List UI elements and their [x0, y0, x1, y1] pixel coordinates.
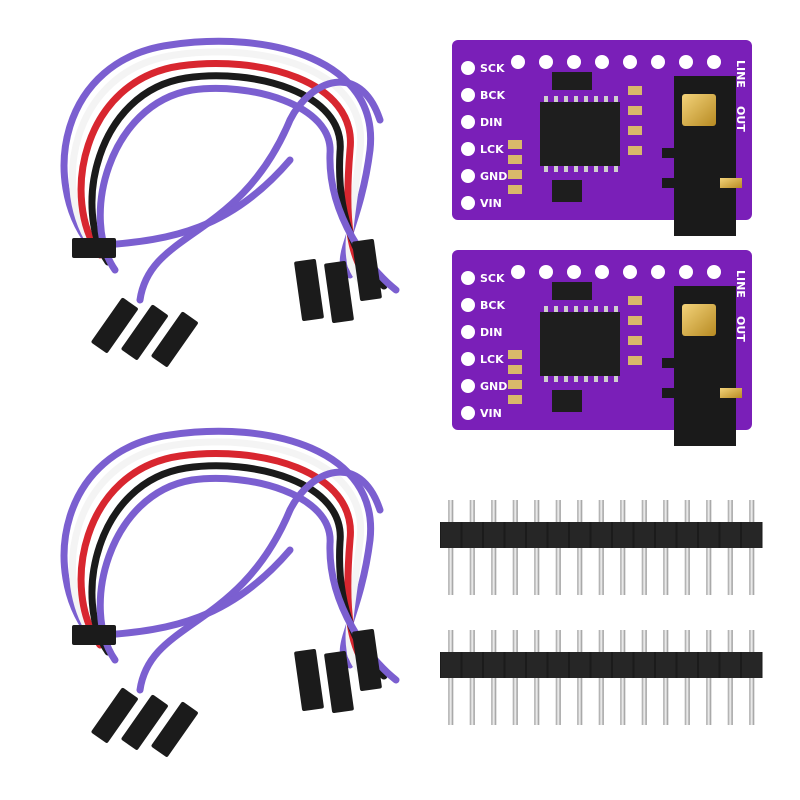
header-segment — [505, 522, 525, 548]
pin-label: SCK — [480, 62, 505, 75]
connector-2 — [121, 694, 168, 750]
header-segment — [462, 522, 482, 548]
audio-jack — [662, 286, 742, 446]
header-segment — [527, 522, 547, 548]
header-segment — [484, 522, 504, 548]
header-segment — [484, 652, 504, 678]
header-segment — [591, 652, 611, 678]
regulator-chip — [552, 282, 592, 300]
output-label-line: LINE — [734, 60, 747, 88]
pin-label: BCK — [480, 89, 505, 102]
connector-6 — [352, 239, 382, 301]
dac-board-1: SCK BCK DIN LCK GND VIN LINE OUT — [452, 40, 752, 236]
pin-label: GND — [480, 170, 507, 183]
header-segment — [548, 522, 568, 548]
regulator-chip — [552, 180, 582, 202]
header-segment — [462, 652, 482, 678]
header-segment — [527, 652, 547, 678]
header-segment — [677, 652, 697, 678]
jumper-cable-bundle-bottom — [60, 427, 400, 757]
header-segment — [441, 652, 461, 678]
pin-label: VIN — [480, 407, 502, 420]
audio-jack — [662, 76, 742, 236]
header-segment — [677, 522, 697, 548]
wire-purple-lead — [101, 546, 294, 639]
connector-1 — [91, 297, 138, 353]
connector-3 — [151, 701, 198, 757]
dac-board-2: SCK BCK DIN LCK GND VIN LINE OUT — [452, 250, 752, 446]
header-segment — [720, 522, 740, 548]
pin-label: LCK — [480, 353, 504, 366]
header-segment — [548, 652, 568, 678]
connector-1 — [91, 687, 138, 743]
wire-purple-loop-inner — [136, 468, 384, 694]
pin-header-strip-top — [440, 500, 763, 595]
pin-label: SCK — [480, 272, 505, 285]
header-segment — [742, 522, 762, 548]
header-segment — [505, 652, 525, 678]
dac-chip — [540, 102, 620, 166]
header-segment — [699, 522, 719, 548]
pin-label: VIN — [480, 197, 502, 210]
header-segment — [591, 522, 611, 548]
header-segment — [699, 652, 719, 678]
pin-label: DIN — [480, 326, 502, 339]
wire-purple-2 — [96, 474, 400, 684]
header-segment — [613, 652, 633, 678]
pin-header-strip-bottom — [440, 630, 763, 725]
connector-5 — [324, 261, 354, 323]
header-segment — [570, 652, 590, 678]
pin-label: LCK — [480, 143, 504, 156]
pin-labels: SCK BCK DIN LCK GND VIN — [480, 272, 507, 420]
regulator-chip — [552, 390, 582, 412]
header-segment — [720, 652, 740, 678]
header-segment — [570, 522, 590, 548]
single-connector — [72, 238, 116, 258]
header-segment — [634, 522, 654, 548]
pin-label: BCK — [480, 299, 505, 312]
header-segment — [634, 652, 654, 678]
connector-3 — [151, 311, 198, 367]
connector-4 — [294, 649, 324, 711]
output-label-line: LINE — [734, 270, 747, 298]
output-label-out: OUT — [734, 316, 747, 342]
connector-5 — [324, 651, 354, 713]
connector-4 — [294, 259, 324, 321]
header-segment — [613, 522, 633, 548]
regulator-chip — [552, 72, 592, 90]
header-segment — [742, 652, 762, 678]
wire-purple-loop-inner — [136, 78, 384, 304]
pin-label: GND — [480, 380, 507, 393]
header-segment — [656, 522, 676, 548]
output-label-out: OUT — [734, 106, 747, 132]
wire-purple-2 — [96, 84, 400, 294]
dac-chip — [540, 312, 620, 376]
wire-purple-lead — [101, 156, 294, 249]
connector-2 — [121, 304, 168, 360]
jumper-cable-bundle-top — [60, 37, 400, 367]
pin-labels: SCK BCK DIN LCK GND VIN — [480, 62, 507, 210]
header-segment — [441, 522, 461, 548]
single-connector — [72, 625, 116, 645]
header-segment — [656, 652, 676, 678]
pin-label: DIN — [480, 116, 502, 129]
connector-6 — [352, 629, 382, 691]
